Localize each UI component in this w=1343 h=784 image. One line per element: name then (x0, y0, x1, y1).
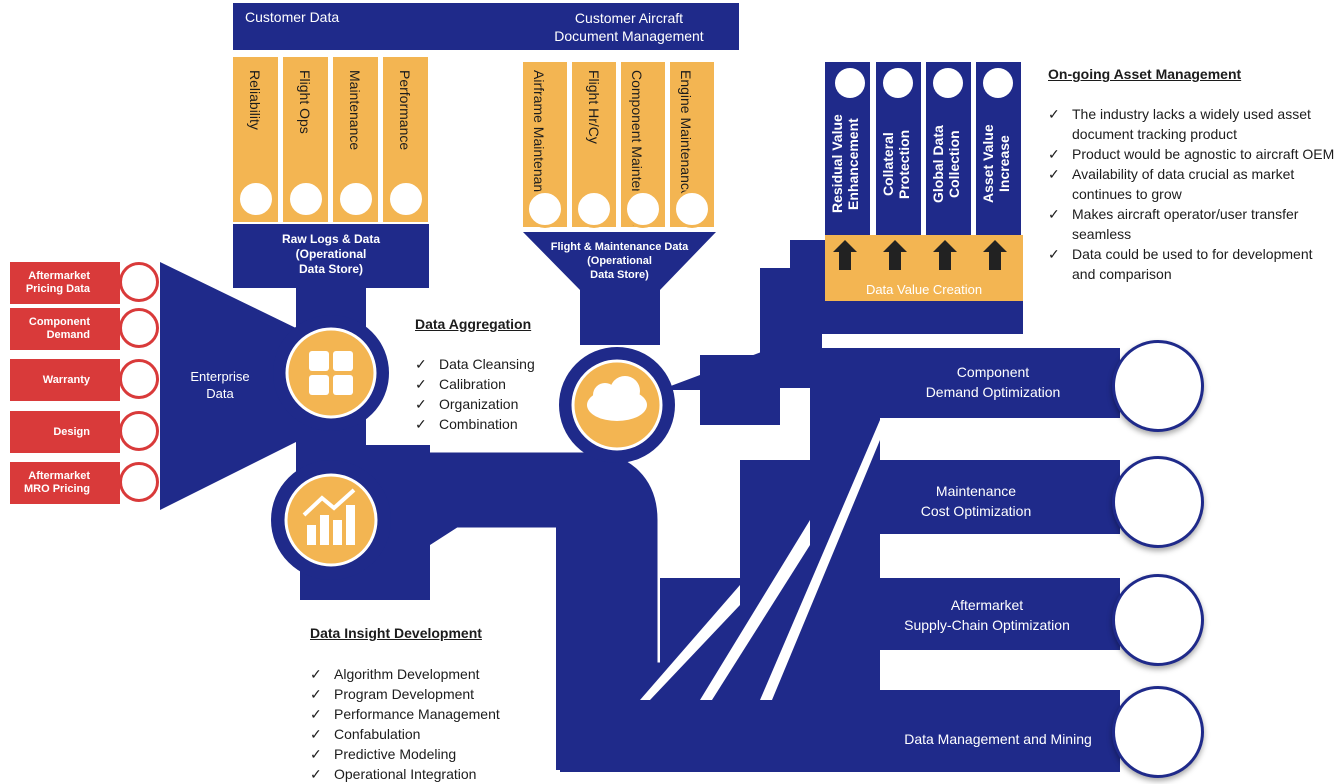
flight-maint-funnel (523, 232, 716, 345)
headset-person-icon (119, 262, 159, 302)
engine-fan-icon (673, 190, 711, 228)
list-item: ✓Availability of data crucial as market … (1048, 166, 1295, 202)
growth-chart-icon (302, 488, 356, 545)
column-engine-maintenance: Engine Maintenance (678, 70, 694, 198)
puzzle-icon (309, 351, 353, 395)
output-data-management: Data Management and Mining (904, 731, 1092, 747)
raw-logs-label: Raw Logs & Data (Operational Data Store) (281, 232, 380, 276)
column-maintenance: Maintenance (347, 70, 363, 151)
list-item: ✓Calibration (415, 376, 506, 392)
output-branches (640, 348, 1120, 772)
list-item: ✓Combination (415, 416, 518, 432)
check-icon: ✓ (1048, 146, 1060, 162)
source-design: Design (10, 411, 120, 453)
airplane-icon (287, 180, 325, 218)
engine-fan-icon (387, 180, 425, 218)
headset-person-icon (119, 308, 159, 348)
list-item: ✓Organization (415, 396, 519, 412)
wrench-gears-icon (624, 190, 662, 228)
trend-chart-icon (983, 68, 1013, 98)
list-item: ✓Operational Integration (310, 766, 477, 782)
list-item: ✓Performance Management (310, 706, 500, 722)
calendar-24-icon (835, 68, 865, 98)
monitor-magnifier-icon (1112, 574, 1204, 666)
column-asset-value: Asset Value Increase (980, 124, 1012, 204)
warranty-building-icon (119, 359, 159, 399)
enterprise-data-label: Enterprise Data (190, 369, 250, 401)
column-reliability: Reliability (247, 70, 263, 130)
check-icon: ✓ (310, 666, 322, 682)
column-performance: Performance (397, 70, 413, 151)
check-icon: ✓ (1048, 246, 1060, 262)
list-item: ✓Algorithm Development (310, 666, 480, 682)
list-item: ✓Data Cleansing (415, 356, 535, 372)
magnifier-icon (237, 180, 275, 218)
list-item: ✓Product would be agnostic to aircraft O… (1048, 146, 1335, 162)
dollar-arrow-icons (825, 240, 1023, 276)
check-icon: ✓ (415, 416, 427, 432)
dollar-up-arrow-icon (833, 240, 857, 270)
dollar-up-arrow-icon (933, 240, 957, 270)
gauge-parts-icon (1112, 340, 1204, 432)
check-icon: ✓ (1048, 106, 1060, 122)
data-value-creation-label: Data Value Creation (865, 282, 983, 297)
customer-data-title: Customer Data (245, 9, 340, 25)
check-icon: ✓ (310, 766, 322, 782)
top-banner-bar (233, 3, 739, 50)
valve-wrench-icon (119, 462, 159, 502)
list-item: ✓Data could be used to for development a… (1048, 246, 1313, 282)
check-icon: ✓ (310, 726, 322, 742)
design-monitor-icon (119, 411, 159, 451)
column-flight-hr-cy: Flight Hr/Cy (586, 70, 602, 144)
gear-wrench-icon (1112, 456, 1204, 548)
enterprise-arrow (160, 262, 300, 510)
check-icon: ✓ (1048, 166, 1060, 182)
list-item: ✓Program Development (310, 686, 475, 702)
source-warranty: Warranty (10, 359, 120, 401)
insight-list: ✓Algorithm Development ✓Program Developm… (310, 664, 500, 784)
raw-logs-box (233, 224, 429, 288)
shield-dollar-icon (883, 68, 913, 98)
column-residual-value: Residual Value Enhancement (829, 114, 861, 214)
ongoing-title: On-going Asset Management (1048, 66, 1242, 82)
check-icon: ✓ (1048, 206, 1060, 222)
aggregation-list: ✓Data Cleansing ✓Calibration ✓Organizati… (415, 354, 535, 434)
airplane-icon (575, 190, 613, 228)
dollar-up-arrow-icon (983, 240, 1007, 270)
column-airframe-maintenance: Airframe Maintenance (531, 70, 547, 207)
flight-maint-label: Flight & Maintenance Data (Operational D… (550, 241, 689, 281)
column-flight-ops: Flight Ops (297, 70, 313, 134)
check-icon: ✓ (415, 396, 427, 412)
column-collateral-protection: Collateral Protection (880, 129, 912, 199)
customer-aircraft-title: Customer Aircraft Document Management (554, 10, 704, 44)
list-item: ✓Makes aircraft operator/user transfer s… (1048, 206, 1299, 242)
check-icon: ✓ (415, 376, 427, 392)
check-icon: ✓ (310, 746, 322, 762)
cloud-data-icon (587, 376, 647, 421)
check-icon: ✓ (415, 356, 427, 372)
globe-grid-icon (933, 68, 963, 98)
dollar-up-arrow-icon (883, 240, 907, 270)
list-item: ✓The industry lacks a widely used asset … (1048, 106, 1311, 142)
insight-title: Data Insight Development (310, 625, 482, 641)
data-key-icon (1112, 686, 1204, 778)
hangar-icon (526, 190, 564, 228)
list-item: ✓Confabulation (310, 726, 421, 742)
ongoing-list: ✓The industry lacks a widely used asset … (1048, 104, 1338, 284)
check-icon: ✓ (310, 686, 322, 702)
list-item: ✓Predictive Modeling (310, 746, 457, 762)
wrench-gears-icon (337, 180, 375, 218)
column-global-data: Global Data Collection (930, 125, 962, 203)
check-icon: ✓ (310, 706, 322, 722)
aggregation-title: Data Aggregation (415, 316, 532, 332)
